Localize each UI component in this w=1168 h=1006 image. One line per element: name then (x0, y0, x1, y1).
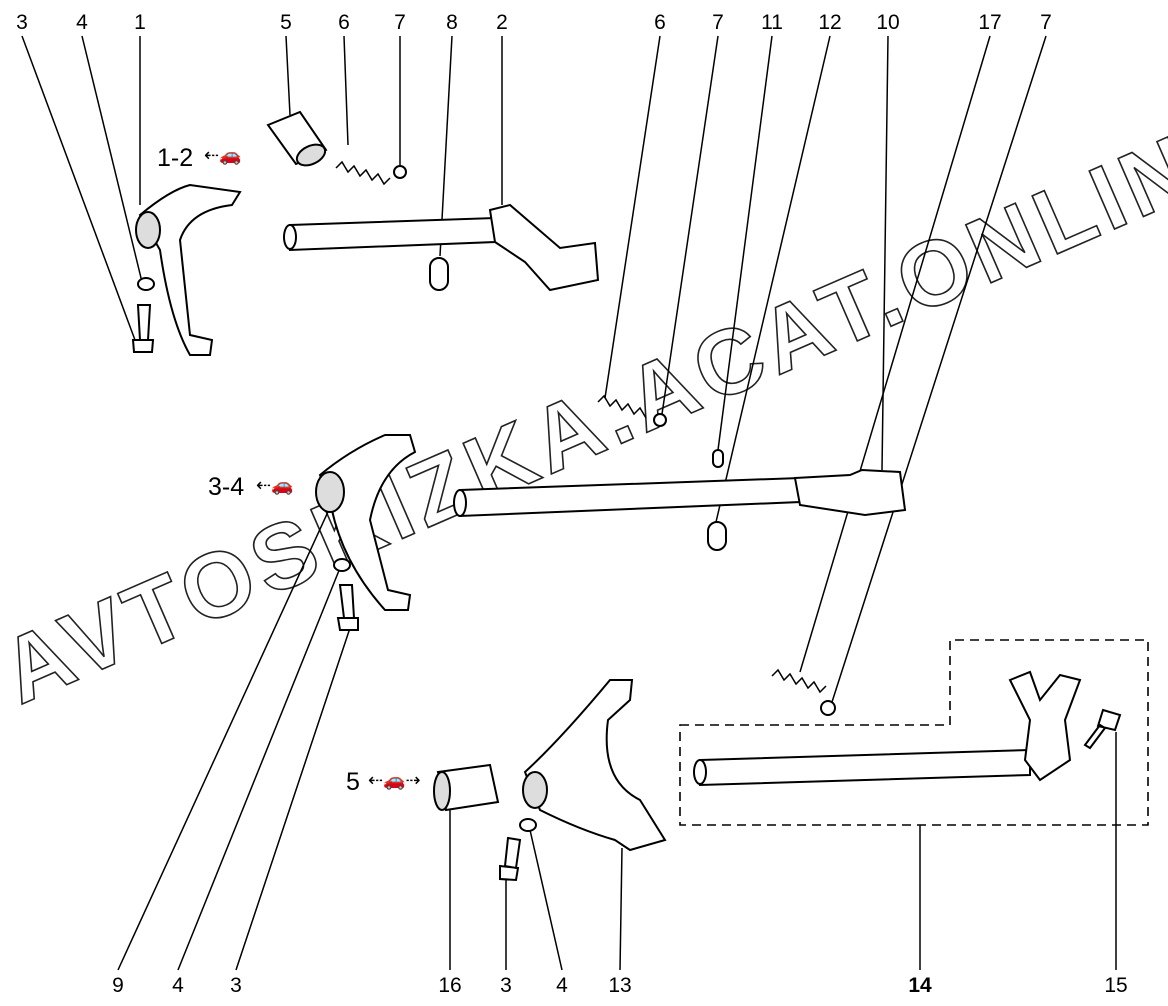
callout-bottom-4: 3 (500, 974, 512, 997)
svg-text:3-4: 3-4 (208, 473, 244, 501)
car-icon: ⇠🚗⇢ (368, 770, 421, 790)
bolt-part-15 (1083, 708, 1122, 750)
spring-part-6b (597, 394, 647, 419)
bolt-part-3c (499, 836, 522, 882)
leader-line (715, 35, 831, 523)
pin-part-12 (707, 521, 727, 551)
washer-part-4 (137, 277, 155, 291)
leader-line (604, 35, 661, 399)
svg-text:5: 5 (346, 768, 360, 796)
bolt-part-3 (131, 304, 155, 353)
ball-part-7b (653, 413, 667, 427)
leader-line (661, 35, 719, 415)
callout-bottom-8: 15 (1104, 974, 1127, 997)
leader-line (529, 829, 563, 971)
callout-top-10: 11 (761, 11, 783, 34)
sleeve-part-16 (433, 763, 500, 812)
spring-part-17 (771, 668, 827, 694)
ball-part-7 (393, 165, 407, 179)
leader-line (881, 35, 889, 471)
assembly-14-outline (679, 639, 1149, 826)
leader-lines (21, 35, 1117, 971)
callout-top-3: 5 (280, 11, 292, 34)
spring-part-6 (335, 160, 391, 186)
fork-part-13 (522, 679, 667, 852)
callout-top-7: 2 (496, 11, 508, 34)
gear-label-5: 5 ⇠🚗⇢ (346, 768, 421, 796)
fork-part-9 (315, 434, 417, 611)
leader-line (21, 35, 136, 341)
leader-line (799, 35, 991, 673)
leader-line (717, 35, 773, 451)
callout-top-11: 12 (818, 11, 841, 34)
ball-part-7c (820, 700, 836, 716)
callout-bottom-1: 4 (172, 974, 184, 997)
callout-top-13: 17 (978, 11, 1001, 34)
callout-top-12: 10 (876, 11, 899, 34)
callout-top-6: 8 (446, 11, 458, 34)
leader-line (117, 502, 333, 971)
fork-part-1 (135, 183, 242, 356)
leader-line (619, 847, 623, 971)
callout-bottom-5: 4 (556, 974, 568, 997)
gear-label-1-2: 1-2 ⇠🚗 (157, 144, 242, 172)
callout-bottom-7: 14 (908, 974, 932, 997)
callout-bottom-6: 13 (608, 974, 631, 997)
leader-line (343, 35, 349, 146)
leader-line (285, 35, 291, 116)
callout-top-0: 3 (16, 11, 28, 34)
leader-line (831, 35, 1047, 703)
sleeve-part-5 (266, 110, 328, 167)
callout-top-1: 4 (76, 11, 88, 34)
callout-bottom-2: 3 (230, 974, 242, 997)
callout-top-5: 7 (394, 11, 406, 34)
leader-line (177, 567, 341, 971)
callout-top-2: 1 (134, 11, 146, 34)
shaft-part-14 (693, 670, 1082, 787)
callout-top-14: 7 (1040, 11, 1052, 34)
callout-top-9: 7 (712, 11, 724, 34)
pin-part-11 (712, 449, 724, 468)
callout-top-4: 6 (338, 11, 350, 34)
gear-label-3-4: 3-4 ⇠🚗 (208, 473, 294, 501)
shaft-part-2 (283, 203, 600, 292)
leader-line (235, 627, 351, 971)
bolt-part-3b (336, 584, 359, 631)
shaft-part-10 (453, 468, 907, 518)
car-icon: ⇠🚗 (256, 475, 294, 495)
callout-bottom-3: 16 (438, 974, 461, 997)
washer-part-4b (333, 558, 351, 572)
pin-part-8 (429, 257, 449, 291)
car-icon: ⇠🚗 (204, 145, 242, 165)
callout-top-8: 6 (654, 11, 666, 34)
leader-line (81, 35, 143, 283)
callout-bottom-0: 9 (112, 974, 124, 997)
washer-part-4c (519, 818, 537, 832)
watermark: AVTOSKIZKA.ACAT.ONLINE (0, 88, 1168, 723)
svg-text:1-2: 1-2 (157, 144, 193, 172)
